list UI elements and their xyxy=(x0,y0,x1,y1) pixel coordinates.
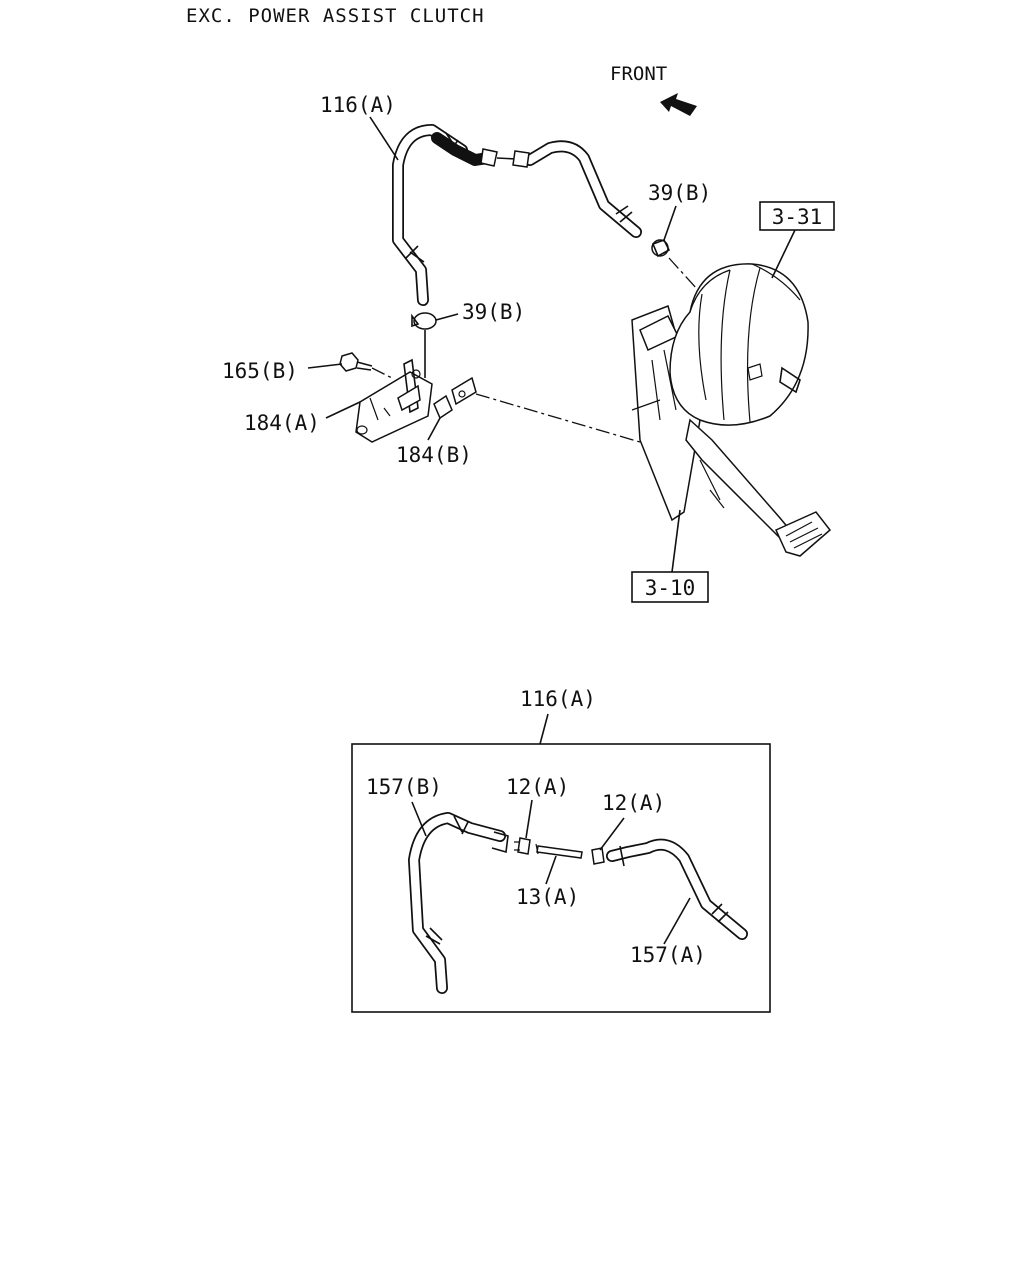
detail-box xyxy=(351,743,771,1013)
front-arrow-icon xyxy=(660,93,697,116)
ref-box-3-31[interactable]: 3-31 xyxy=(759,201,835,279)
leader-116a-upper xyxy=(369,116,399,161)
label-12a-right: 12(A) xyxy=(602,791,665,815)
label-184b: 184(B) xyxy=(396,443,472,467)
leader-12a-right xyxy=(599,817,625,851)
label-12a-left: 12(A) xyxy=(506,775,569,799)
leader-13a xyxy=(545,855,557,885)
label-116a-upper: 116(A) xyxy=(320,93,396,117)
hose-157b[interactable] xyxy=(408,812,509,994)
leader-39b-upper xyxy=(663,205,677,241)
clip-lower[interactable] xyxy=(411,312,437,378)
hose-assembly-upper[interactable] xyxy=(385,118,645,308)
connector-12a-left[interactable] xyxy=(514,837,531,855)
label-165b: 165(B) xyxy=(222,359,298,383)
leader-165b xyxy=(307,363,343,369)
diagram-title: EXC. POWER ASSIST CLUTCH xyxy=(186,5,485,27)
ref-3-31-label: 3-31 xyxy=(772,205,823,229)
connector-12a-right[interactable] xyxy=(591,847,605,865)
bracket-184a[interactable] xyxy=(355,358,433,443)
label-39b-lower: 39(B) xyxy=(462,300,525,324)
leader-157a xyxy=(663,897,691,945)
label-39b-upper: 39(B) xyxy=(648,181,711,205)
pipe-13a[interactable] xyxy=(535,843,583,859)
fitting-left-icon xyxy=(480,148,498,167)
leader-39b-lower xyxy=(435,313,459,321)
label-116a-detail: 116(A) xyxy=(520,687,596,711)
leader-184a xyxy=(325,401,361,419)
label-13a: 13(A) xyxy=(516,885,579,909)
booster-assembly[interactable] xyxy=(669,263,809,426)
leader-12a-left xyxy=(525,799,533,839)
hose-157a[interactable] xyxy=(606,838,748,940)
front-label: FRONT xyxy=(610,63,667,85)
label-157a: 157(A) xyxy=(630,943,706,967)
fitting-right-icon xyxy=(512,150,530,168)
leader-116a-detail xyxy=(539,713,549,745)
leader-184b xyxy=(427,417,441,441)
bracket-184b[interactable] xyxy=(433,376,641,443)
label-184a: 184(A) xyxy=(244,411,320,435)
leader-157b xyxy=(411,801,427,837)
bolt-165b[interactable] xyxy=(339,352,393,379)
label-157b: 157(B) xyxy=(366,775,442,799)
ref-box-3-10[interactable]: 3-10 xyxy=(631,509,709,603)
ref-3-10-label: 3-10 xyxy=(645,576,696,600)
